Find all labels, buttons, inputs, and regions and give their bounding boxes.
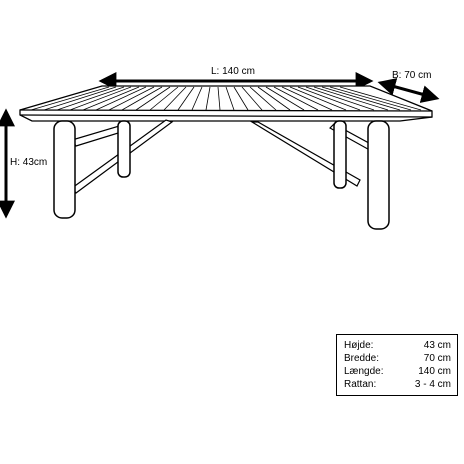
height-label: H: 43cm [10, 157, 48, 168]
spec-label: Rattan: [344, 379, 377, 390]
table-slats [30, 86, 422, 111]
spec-row-length: Længde: 140 cm [344, 365, 451, 378]
table-legs [53, 120, 390, 230]
spec-label: Højde: [344, 340, 374, 351]
width-label: B: 70 cm [392, 70, 432, 81]
spec-label: Bredde: [344, 353, 380, 364]
width-dimension-arrow [377, 78, 440, 103]
spec-value: 140 cm [418, 366, 451, 377]
spec-value: 3 - 4 cm [414, 379, 451, 390]
spec-row-width: Bredde: 70 cm [344, 352, 451, 365]
spec-row-rattan: Rattan: 3 - 4 cm [344, 378, 451, 391]
spec-table: Højde: 43 cm Bredde: 70 cm Længde: 140 c… [336, 334, 458, 396]
spec-row-height: Højde: 43 cm [344, 339, 451, 352]
spec-value: 43 cm [423, 340, 451, 351]
length-label: L: 140 cm [211, 66, 255, 77]
spec-value: 70 cm [423, 353, 451, 364]
table-top [19, 85, 433, 122]
spec-label: Længde: [344, 366, 384, 377]
